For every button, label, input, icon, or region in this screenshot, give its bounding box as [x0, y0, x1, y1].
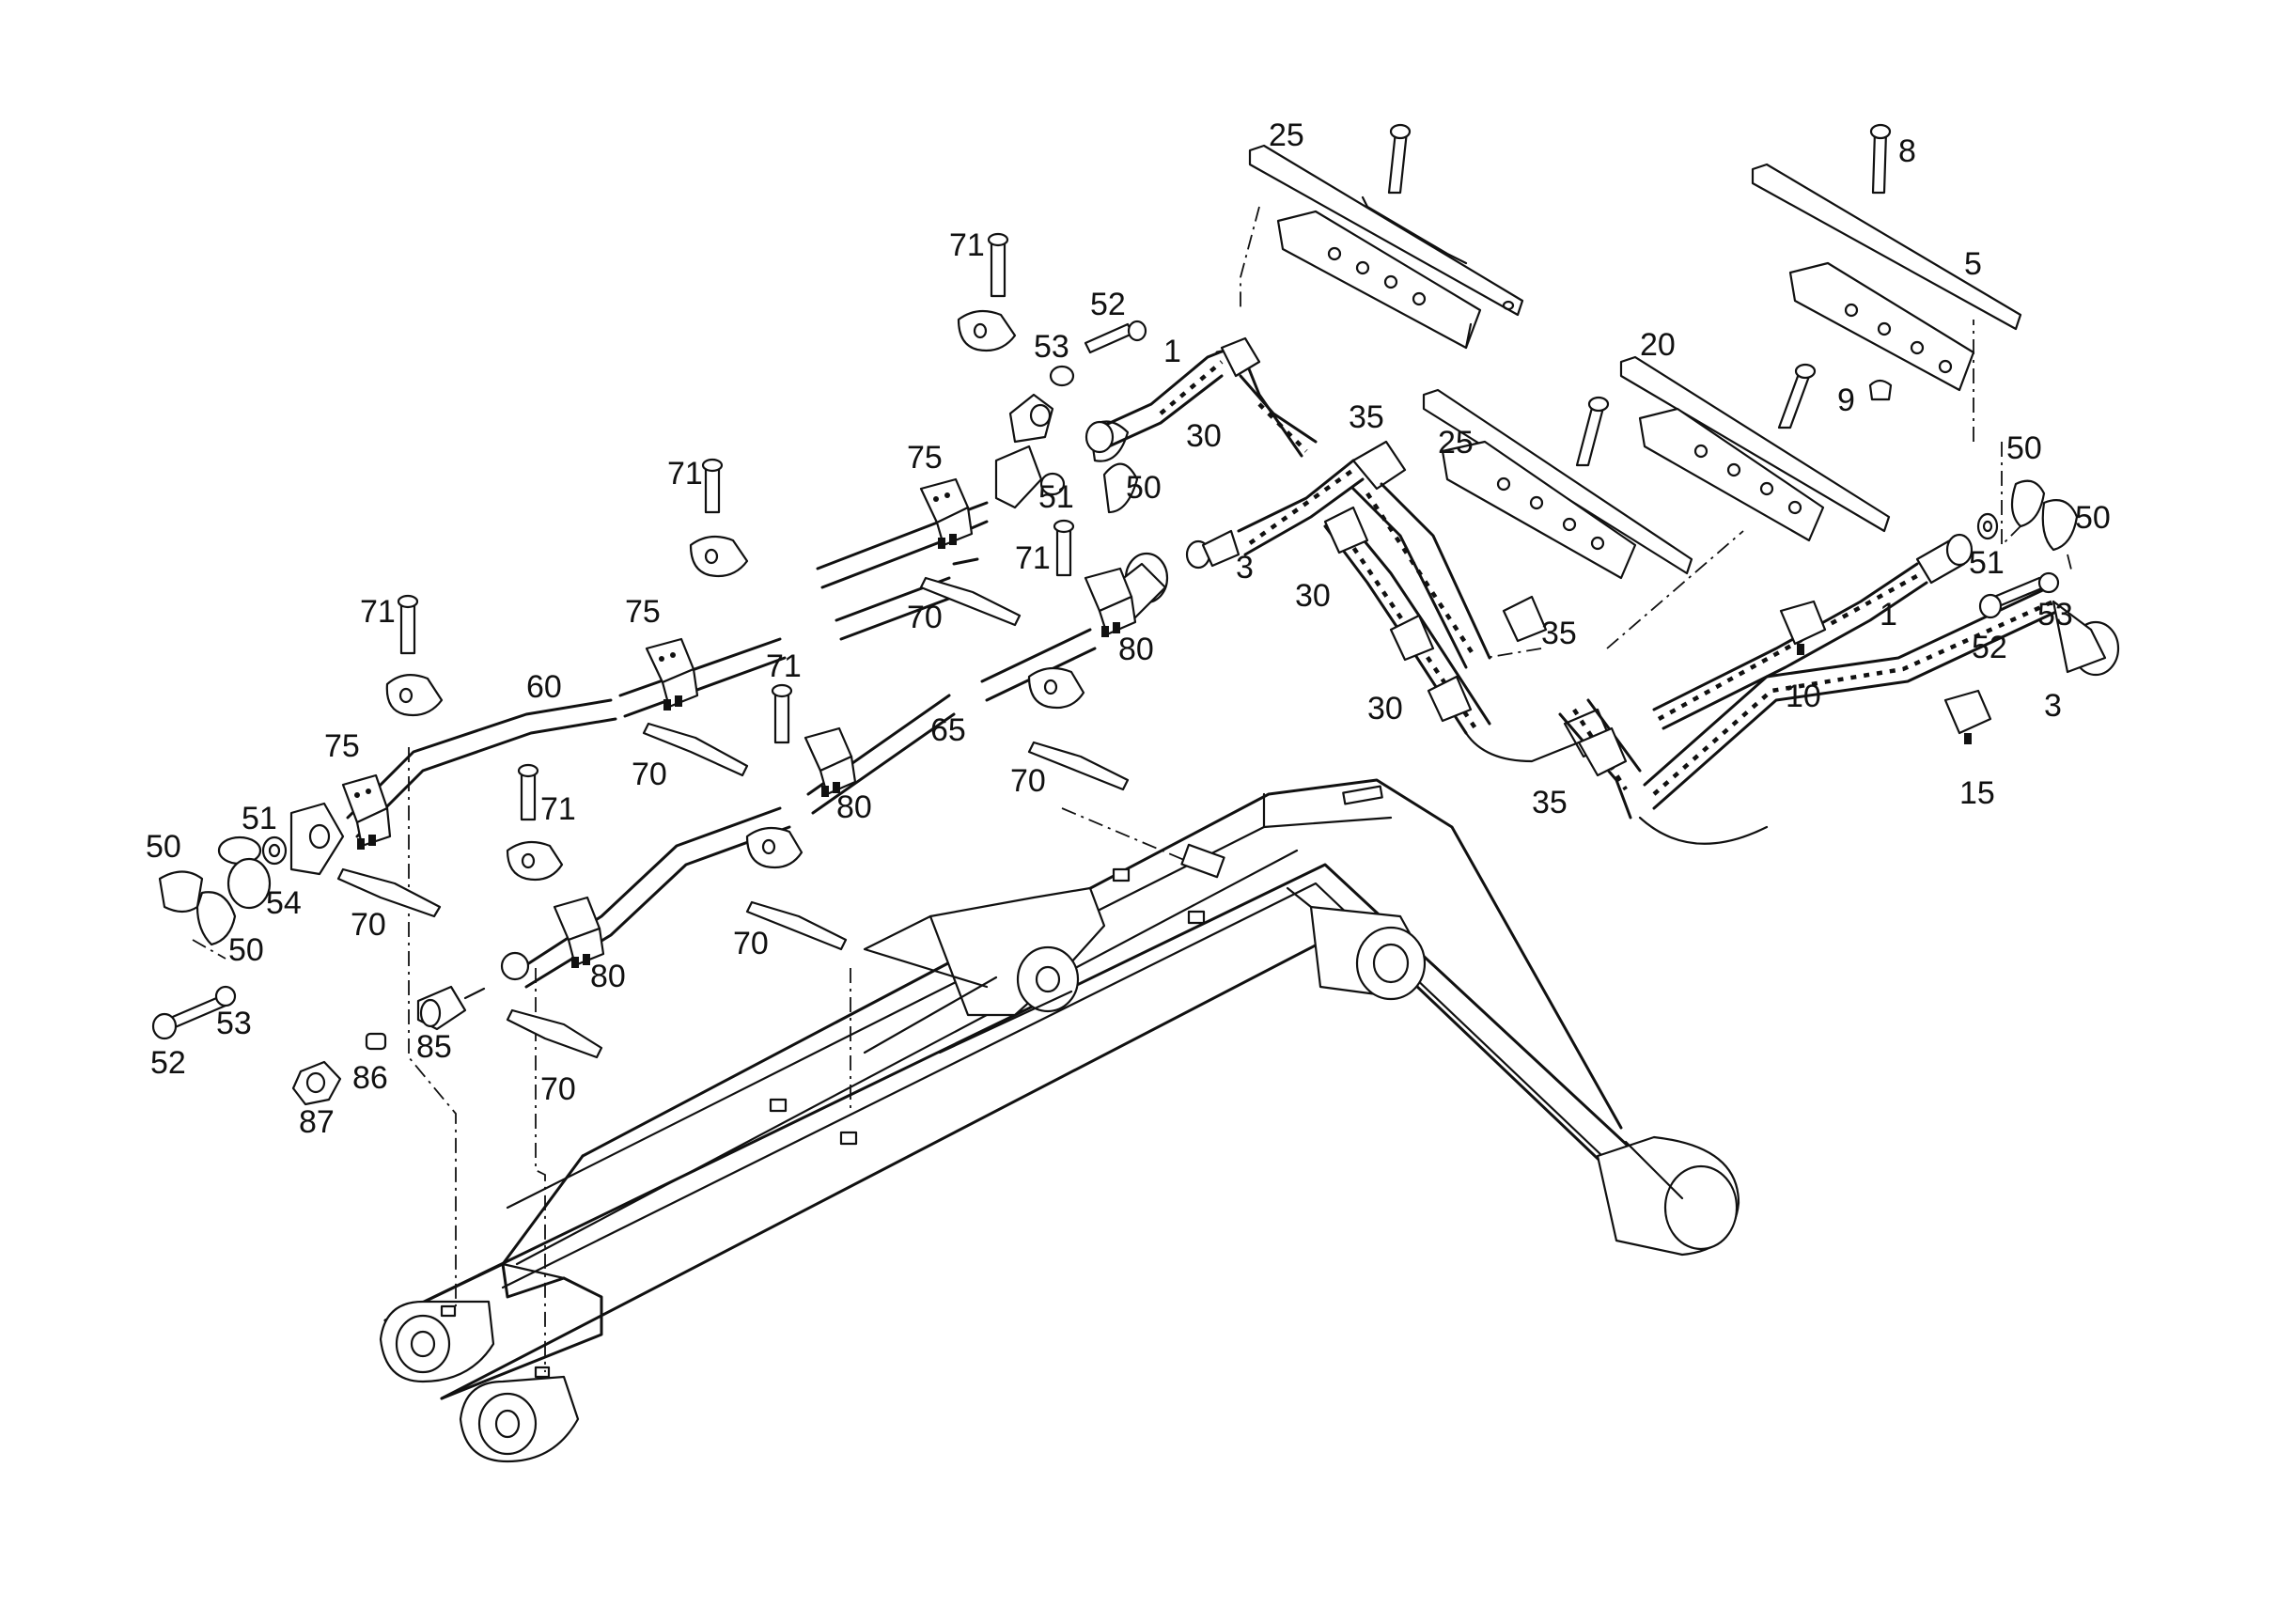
- callout-10: 10: [1786, 679, 1821, 714]
- clamp-80-c: [1084, 567, 1137, 637]
- callout-71: 71: [766, 648, 802, 684]
- left-fittings: [151, 802, 486, 1106]
- leader-lines: [192, 206, 2073, 1372]
- callout-15: 15: [1959, 775, 1995, 811]
- callout-51: 51: [242, 801, 277, 836]
- callout-87: 87: [299, 1104, 335, 1140]
- callout-30: 30: [1295, 578, 1331, 614]
- spacers-71: [385, 232, 1085, 882]
- bracket-20: [1619, 355, 1891, 542]
- callout-35: 35: [1532, 785, 1568, 820]
- callout-75: 75: [625, 594, 661, 630]
- callout-71: 71: [949, 227, 985, 263]
- callout-80: 80: [1118, 632, 1154, 667]
- callout-80: 80: [590, 959, 626, 994]
- callout-53: 53: [1034, 329, 1069, 365]
- callout-8: 8: [1898, 133, 1916, 169]
- callout-50: 50: [2075, 500, 2111, 536]
- callout-70: 70: [632, 757, 667, 792]
- right-fittings: [1976, 479, 2079, 619]
- plates-70: [336, 576, 1130, 1059]
- callout-3: 3: [2044, 688, 2062, 724]
- callout-53: 53: [216, 1006, 252, 1041]
- callout-51: 51: [1038, 479, 1074, 515]
- clamp-75-b: [645, 637, 699, 710]
- callout-50: 50: [146, 829, 181, 865]
- callout-52: 52: [1090, 287, 1126, 322]
- boom-arm: [379, 778, 1740, 1463]
- callout-52: 52: [150, 1045, 186, 1081]
- callout-85: 85: [416, 1029, 452, 1065]
- clamp-75-c: [919, 477, 974, 549]
- bracket-5: [1751, 123, 2022, 401]
- callout-80: 80: [836, 789, 872, 825]
- callout-30: 30: [1367, 691, 1403, 726]
- callout-70: 70: [351, 907, 386, 943]
- callout-70: 70: [1010, 763, 1046, 799]
- callout-25: 25: [1438, 425, 1474, 461]
- callout-1: 1: [1880, 597, 1897, 632]
- bracket-25-top: [1248, 123, 1524, 350]
- upper-fittings: [994, 320, 1147, 514]
- hoses: [1084, 336, 2120, 845]
- callout-3: 3: [1236, 550, 1254, 586]
- callout-70: 70: [733, 926, 769, 961]
- callout-53: 53: [2037, 597, 2073, 632]
- callout-71: 71: [1015, 540, 1051, 576]
- callout-30: 30: [1186, 418, 1222, 454]
- callout-35: 35: [1349, 399, 1384, 435]
- callout-71: 71: [667, 456, 703, 492]
- callout-52: 52: [1972, 630, 2007, 665]
- callout-60: 60: [526, 669, 562, 705]
- callout-35: 35: [1541, 616, 1577, 651]
- callout-50: 50: [1126, 470, 1162, 506]
- callout-25: 25: [1269, 117, 1304, 153]
- callout-65: 65: [930, 712, 966, 748]
- callout-50: 50: [228, 932, 264, 968]
- callout-71: 71: [360, 594, 396, 630]
- clamp-80-a: [500, 896, 605, 981]
- callout-1: 1: [1163, 334, 1181, 369]
- callout-70: 70: [907, 600, 943, 635]
- clamp-80-b: [804, 726, 857, 797]
- callout-5: 5: [1964, 246, 1982, 282]
- callout-70: 70: [540, 1071, 576, 1107]
- callout-labels: 25 8 5 20 9 71 52 53 1 30 35 25 50 50 75…: [146, 117, 2111, 1140]
- callout-54: 54: [266, 885, 302, 921]
- bracket-25-mid: [1422, 388, 1693, 580]
- callout-71: 71: [540, 791, 576, 827]
- callout-20: 20: [1640, 327, 1676, 363]
- callout-75: 75: [907, 440, 943, 476]
- callout-9: 9: [1837, 383, 1855, 418]
- callout-86: 86: [352, 1060, 388, 1096]
- callout-75: 75: [324, 728, 360, 764]
- callout-50: 50: [2006, 430, 2042, 466]
- clamp-75-a: [341, 773, 392, 850]
- pipe-65: [520, 552, 1169, 989]
- callout-51: 51: [1969, 545, 2005, 581]
- pipe-60: [346, 557, 979, 838]
